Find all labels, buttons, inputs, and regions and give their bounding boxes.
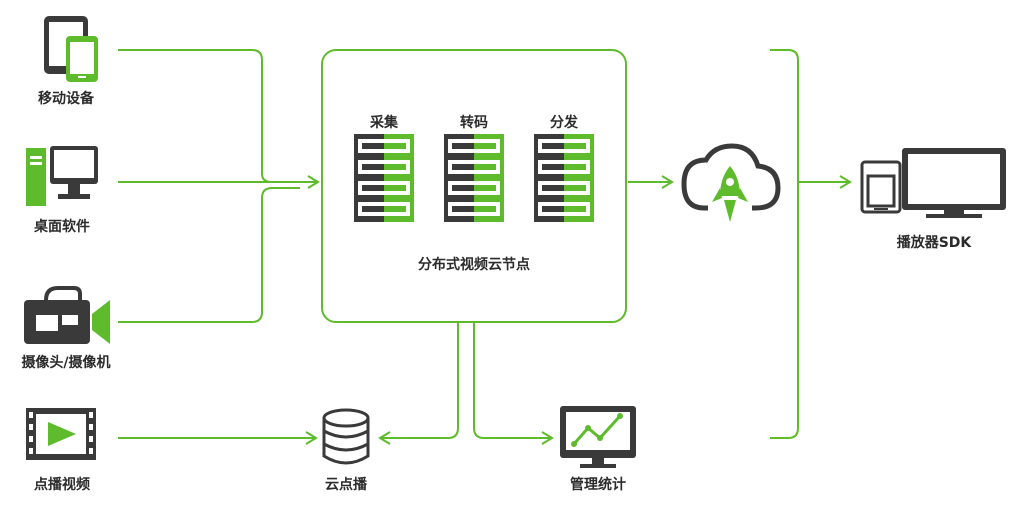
chart-monitor-icon (560, 406, 636, 468)
video-camera-icon (24, 286, 110, 344)
node-title: 分布式视频云节点 (418, 257, 530, 273)
label-distribute: 分发 (550, 115, 578, 131)
label-mobile-devices: 移动设备 (38, 91, 94, 107)
database-icon (322, 408, 370, 465)
connector-mobile (118, 49, 320, 189)
rocket-cloud-icon (681, 143, 781, 222)
server-rack-icon (444, 134, 504, 222)
server-rack-icon (354, 134, 414, 222)
label-cloud-vod: 云点播 (325, 477, 367, 493)
label-collect: 采集 (370, 115, 398, 131)
label-vod: 点播视频 (34, 477, 90, 493)
label-management-stats: 管理统计 (570, 477, 626, 493)
phone-tablet-icon (44, 16, 98, 82)
label-player-sdk: 播放器SDK (896, 235, 972, 251)
server-rack-icon (534, 134, 594, 222)
connector-node-storage (378, 322, 459, 445)
connector-bracket (770, 49, 799, 439)
label-desktop-software: 桌面软件 (34, 219, 90, 235)
connectors (118, 49, 852, 445)
label-transcode: 转码 (460, 115, 488, 131)
label-camera: 摄像头/摄像机 (21, 355, 111, 371)
film-play-icon (26, 408, 96, 460)
monitor-tablet-icon (860, 148, 1006, 218)
connector-camera (118, 187, 300, 323)
connector-node-stats (473, 322, 554, 445)
desktop-computer-icon (26, 146, 98, 206)
